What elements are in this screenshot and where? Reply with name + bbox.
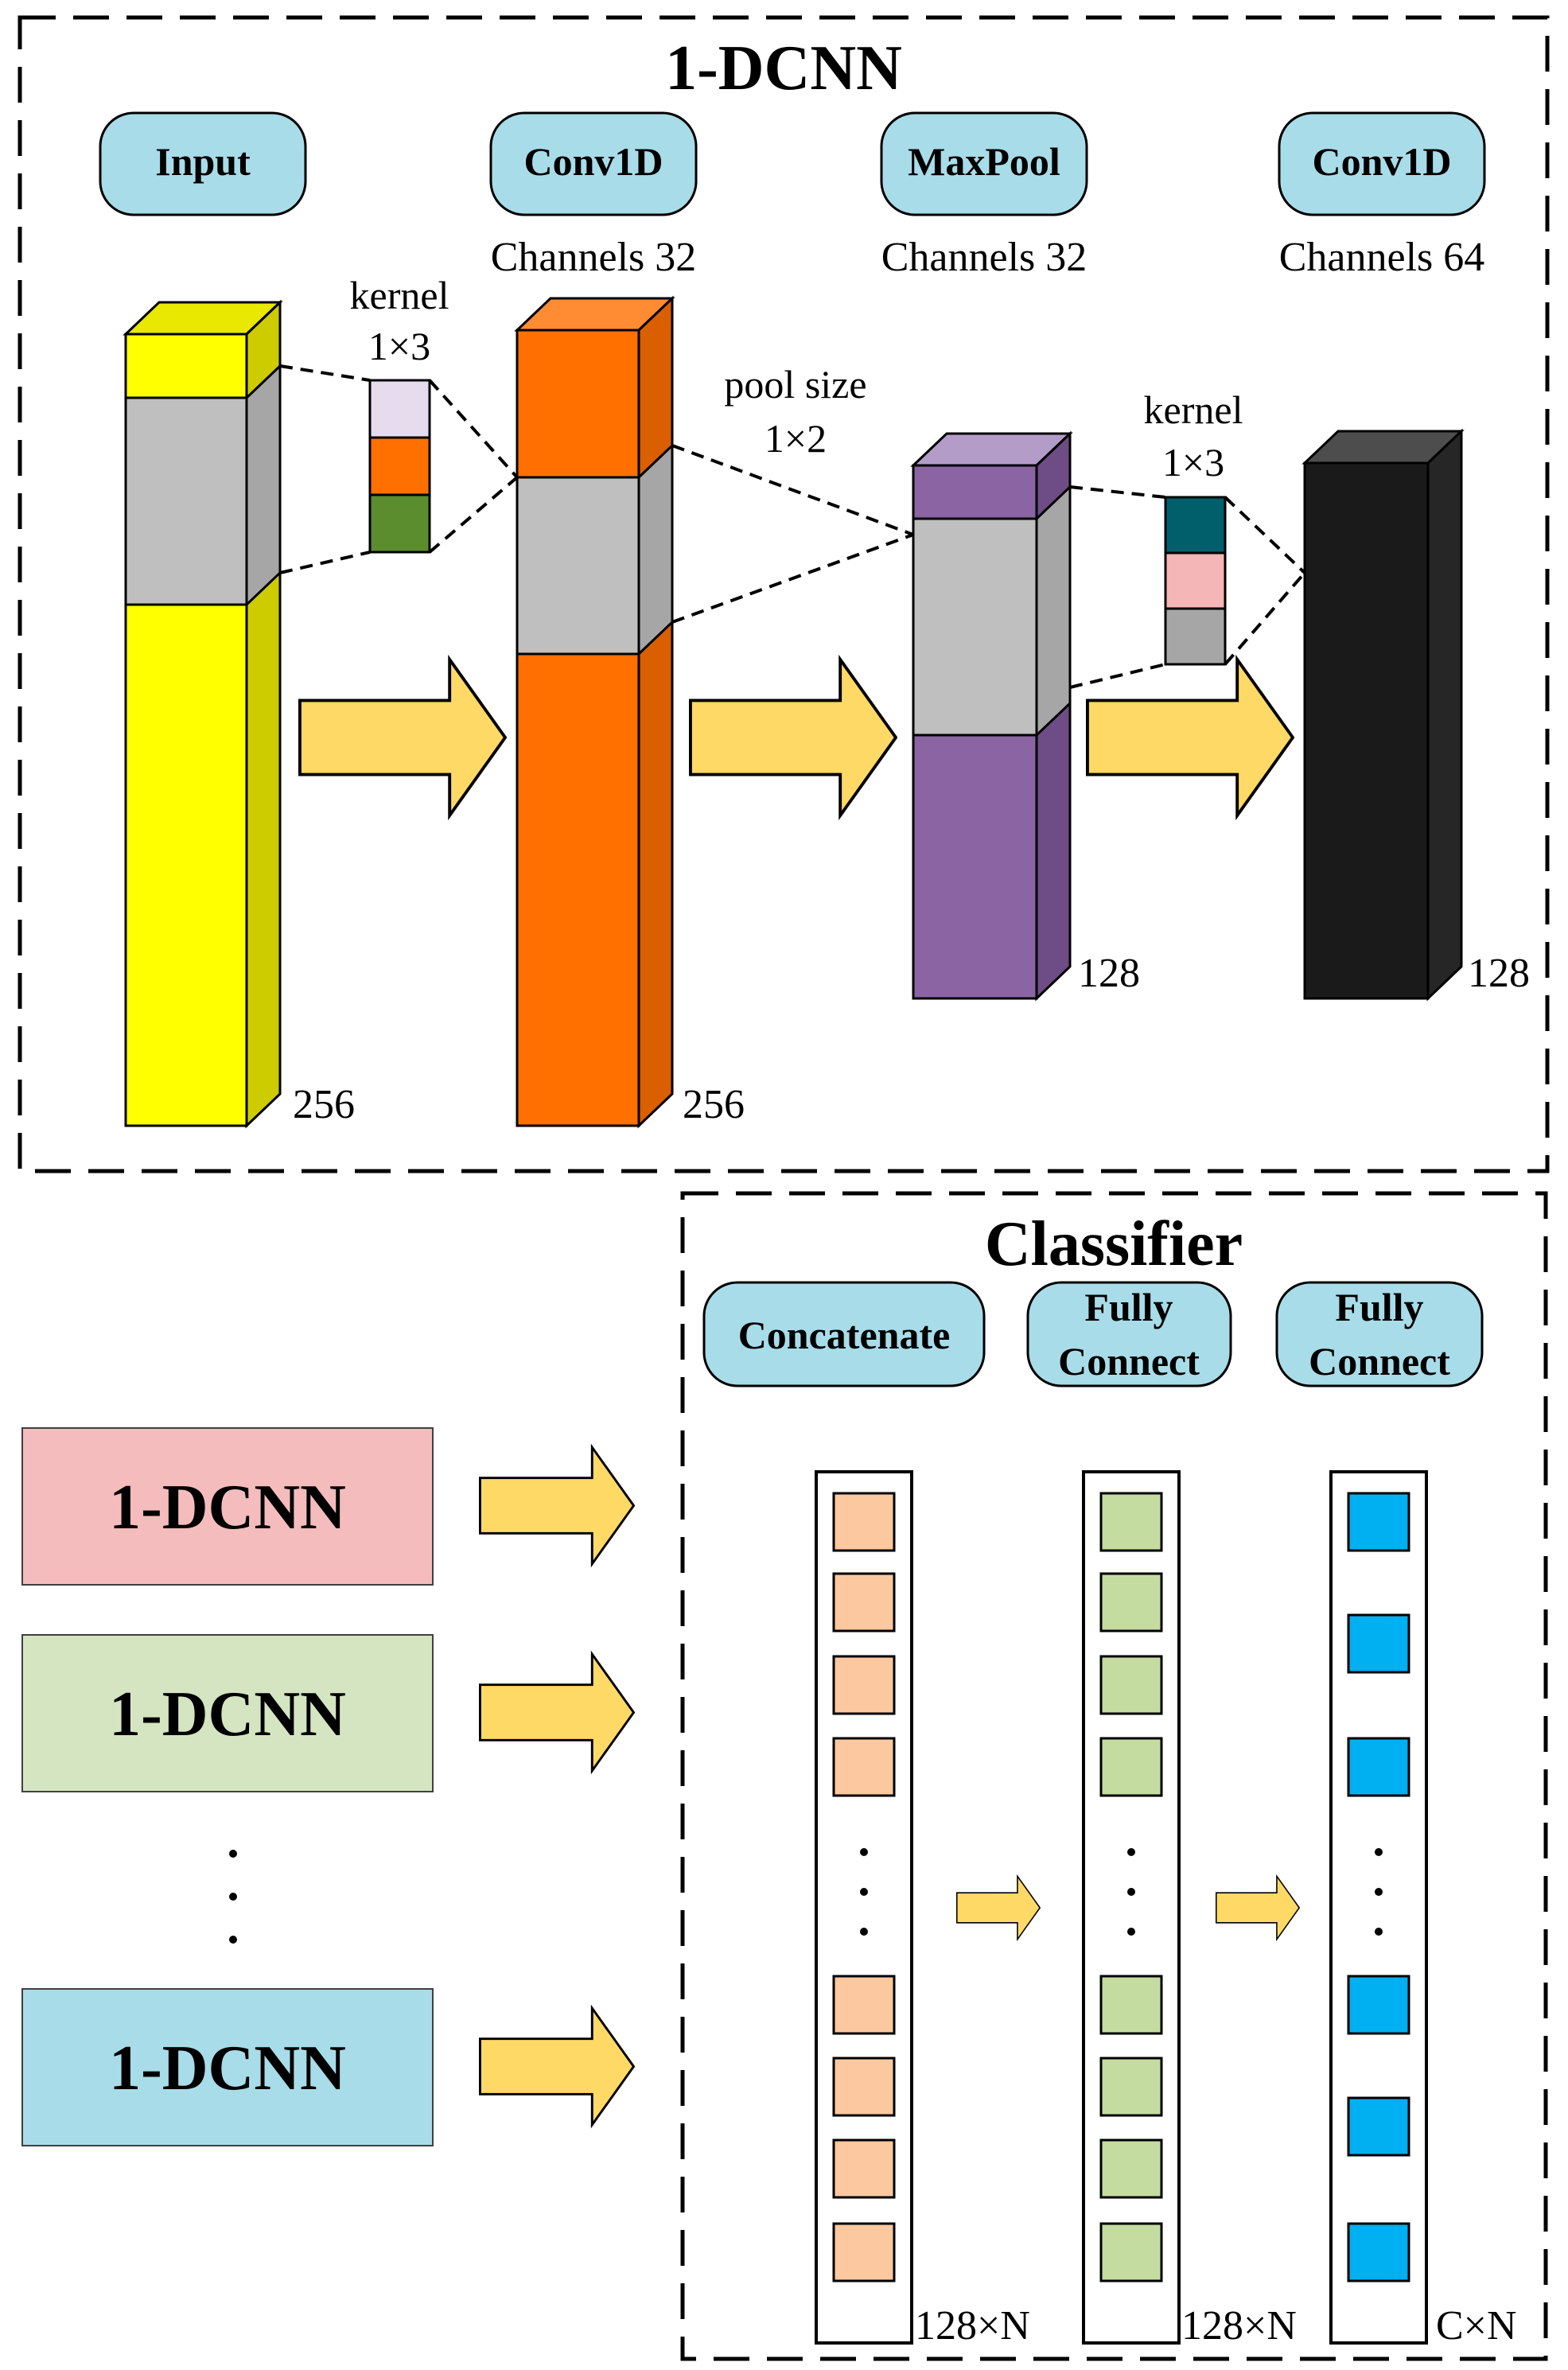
layer-pill-maxpool bbox=[880, 111, 1088, 216]
right-arrow-icon bbox=[1086, 657, 1294, 818]
size-conv2: 128 bbox=[1468, 951, 1530, 996]
classifier-panel-border bbox=[680, 1191, 1548, 2361]
channels-conv1d-1: Channels 32 bbox=[491, 235, 697, 280]
branch-box-3 bbox=[21, 1988, 434, 2146]
branch-box-1 bbox=[21, 1427, 434, 1586]
channels-maxpool: Channels 32 bbox=[881, 235, 1087, 280]
layer-pill-concatenate bbox=[702, 1281, 986, 1387]
cnn-panel: 1-DCNN Input Conv1D Channels 32 MaxPool … bbox=[18, 15, 1550, 1173]
size-fc2: C×N bbox=[1436, 2303, 1517, 2349]
branch-label-3: 1-DCNN bbox=[109, 2033, 346, 2103]
branch-box-2 bbox=[21, 1634, 434, 1792]
layer-label-fc1-line2: Connect bbox=[1058, 1339, 1200, 1383]
vertical-ellipsis-icon bbox=[1127, 1848, 1135, 1936]
layer-pill-input bbox=[99, 111, 307, 216]
right-arrow-icon bbox=[1216, 1874, 1300, 1941]
right-arrow-icon bbox=[956, 1874, 1041, 1941]
classifier-title: Classifier bbox=[985, 1209, 1243, 1279]
size-conv1: 256 bbox=[683, 1082, 745, 1127]
layer-pill-fc1 bbox=[1026, 1281, 1232, 1387]
layer-label-conv1d-2: Conv1D bbox=[1312, 139, 1451, 184]
conv1-block bbox=[514, 295, 675, 1129]
kernel2-connectors bbox=[1069, 485, 1306, 689]
vertical-ellipsis-icon bbox=[860, 1848, 868, 1936]
kernel1-icon bbox=[368, 379, 431, 554]
kernel1-label: kernel bbox=[350, 273, 449, 317]
layer-label-concatenate: Concatenate bbox=[738, 1313, 951, 1357]
layer-label-fc2-line1: Fully bbox=[1335, 1285, 1423, 1329]
concat-column bbox=[815, 1470, 913, 2345]
kernel2-icon bbox=[1164, 496, 1227, 666]
vertical-ellipsis-icon bbox=[229, 1850, 237, 1944]
pool-connectors bbox=[671, 444, 914, 624]
layer-label-conv1d-1: Conv1D bbox=[523, 139, 663, 184]
fc2-column bbox=[1329, 1470, 1428, 2345]
vertical-ellipsis-icon bbox=[1375, 1848, 1383, 1936]
branch-label-1: 1-DCNN bbox=[109, 1473, 346, 1543]
cnn-panel-border bbox=[18, 15, 1550, 1173]
right-arrow-icon bbox=[479, 2006, 635, 2127]
layer-label-fc2-line2: Connect bbox=[1309, 1339, 1450, 1383]
kernel1-size: 1×3 bbox=[368, 324, 430, 368]
layer-pill-conv1d-2 bbox=[1278, 111, 1486, 216]
classifier-panel: Classifier Concatenate Fully Connect Ful… bbox=[680, 1191, 1548, 2361]
branch-label-2: 1-DCNN bbox=[109, 1679, 346, 1749]
size-input: 256 bbox=[293, 1082, 355, 1127]
layer-pill-fc2 bbox=[1275, 1281, 1484, 1387]
right-arrow-icon bbox=[689, 657, 897, 818]
layer-label-fc1-line1: Fully bbox=[1084, 1285, 1173, 1329]
size-concat: 128×N bbox=[915, 2303, 1030, 2349]
kernel1-connectors bbox=[279, 364, 519, 574]
kernel2-size: 1×3 bbox=[1162, 440, 1224, 485]
pool-label: pool size bbox=[724, 362, 866, 407]
size-maxpool: 128 bbox=[1078, 951, 1140, 996]
size-fc1: 128×N bbox=[1181, 2303, 1297, 2349]
right-arrow-icon bbox=[479, 1652, 635, 1773]
channels-conv1d-2: Channels 64 bbox=[1279, 235, 1485, 280]
maxpool-block bbox=[910, 430, 1073, 1002]
right-arrow-icon bbox=[479, 1446, 635, 1566]
conv2-block bbox=[1301, 428, 1465, 1002]
right-arrow-icon bbox=[298, 657, 507, 818]
layer-label-input: Input bbox=[155, 139, 251, 184]
branch-list: 1-DCNN 1-DCNN 1-DCNN bbox=[21, 1427, 635, 2146]
input-block bbox=[123, 299, 283, 1129]
layer-label-maxpool: MaxPool bbox=[908, 139, 1060, 184]
kernel2-label: kernel bbox=[1144, 387, 1243, 432]
fc1-column bbox=[1082, 1470, 1181, 2345]
cnn-title: 1-DCNN bbox=[665, 33, 902, 103]
layer-pill-conv1d-1 bbox=[489, 111, 698, 216]
pool-size: 1×2 bbox=[765, 416, 827, 461]
